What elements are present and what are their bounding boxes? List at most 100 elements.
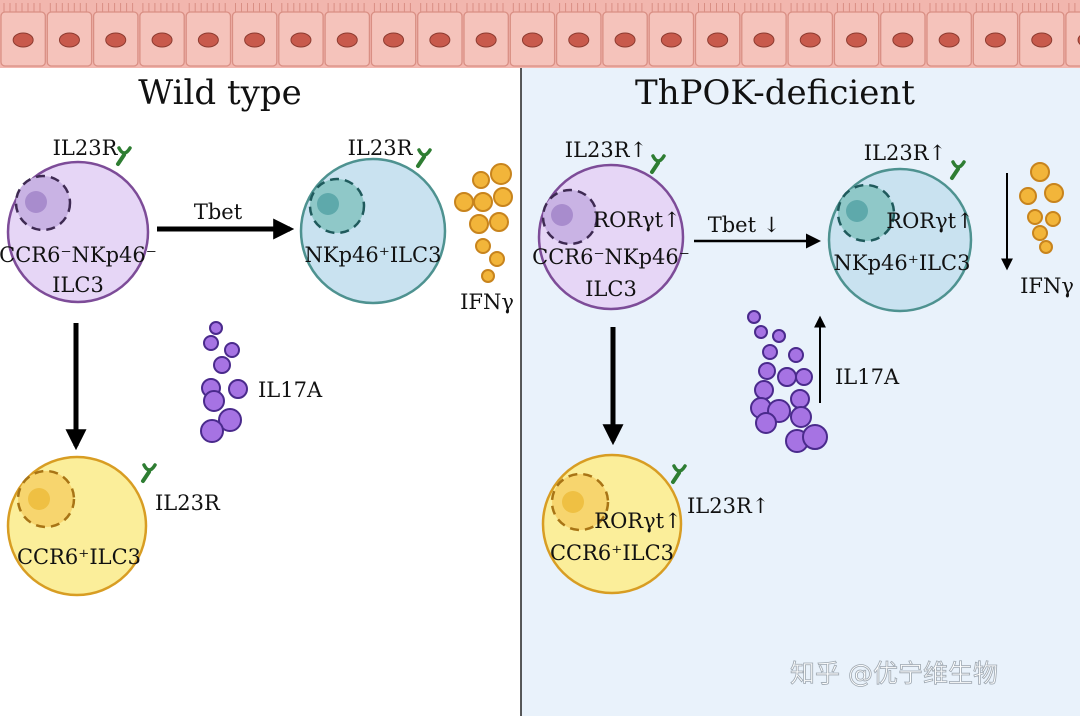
ifng-granule — [493, 187, 513, 207]
ifng-granule — [1045, 211, 1061, 227]
epithelial-nucleus — [475, 32, 497, 48]
ko-nkp46-receptor-icon — [950, 160, 966, 180]
ifng-granule — [1032, 225, 1048, 241]
ko-ccr6-ilc3-cell — [541, 453, 683, 595]
epithelial-nucleus — [244, 32, 266, 48]
epithelium-layer — [0, 0, 1080, 68]
ifng-granule — [489, 251, 505, 267]
ko-il17a-label: IL17A — [835, 365, 900, 389]
ko-ilc3-marker-label: CCR6⁻NKp46⁻ — [532, 245, 690, 269]
ko-il17a-granules — [747, 310, 828, 453]
il17a-granule — [747, 310, 761, 324]
ko-ccr6-ror-label: RORγt↑ — [594, 509, 681, 533]
epithelial-nucleus — [1031, 32, 1053, 48]
wt-ifng-label: IFNγ — [460, 290, 514, 314]
wt-ifng-granules — [454, 163, 513, 283]
il17a-granule — [772, 329, 786, 343]
ifng-granule — [1030, 162, 1050, 182]
epithelial-nucleus — [892, 32, 914, 48]
epithelial-nucleus — [290, 32, 312, 48]
ko-ilc3-ror-label: RORγt↑ — [593, 208, 680, 232]
il17a-granule — [203, 390, 225, 412]
ko-ilc3-cell — [537, 163, 685, 311]
wt-ccr6-receptor-label: IL23R — [155, 491, 221, 515]
wt-ccr6-receptor-icon — [141, 463, 157, 483]
il17a-granule — [203, 335, 219, 351]
il17a-granule — [790, 406, 812, 428]
wt-ilc3-receptor-label: IL23R — [53, 136, 119, 160]
ifng-granule — [1027, 209, 1043, 225]
wt-il17a-granules — [200, 321, 248, 443]
ko-ccr6-cell-label: CCR6⁺ILC3 — [550, 541, 674, 565]
wt-nkp46-cell-label: NKp46⁺ILC3 — [305, 243, 442, 267]
il17a-granule — [209, 321, 223, 335]
ifng-granule — [473, 192, 493, 212]
il17a-granule — [795, 368, 813, 386]
epithelial-nucleus — [521, 32, 543, 48]
epithelial-nucleus — [151, 32, 173, 48]
ko-nkp46-ilc3-cell — [827, 167, 973, 313]
il17a-granule — [754, 325, 768, 339]
epithelial-nucleus — [753, 32, 775, 48]
ko-ilc3-type-label: ILC3 — [585, 277, 637, 301]
ko-nkp46-receptor-label: IL23R↑ — [864, 141, 946, 165]
wt-nkp46-receptor-label: IL23R — [348, 136, 414, 160]
epithelial-nucleus — [938, 32, 960, 48]
left-panel-title: Wild type — [138, 73, 301, 113]
ko-ccr6-receptor-icon — [671, 464, 687, 484]
wt-nkp46-receptor-icon — [416, 148, 432, 168]
ko-ccr6-receptor-label: IL23R↑ — [687, 494, 769, 518]
il17a-granule — [224, 342, 240, 358]
right-panel-title: ThPOK-deficient — [635, 73, 915, 113]
il17a-granule — [754, 380, 774, 400]
epithelial-nucleus — [660, 32, 682, 48]
wt-tbet-label: Tbet — [194, 200, 243, 224]
il17a-granule — [218, 408, 242, 432]
il17a-granule — [788, 347, 804, 363]
ifng-granule — [472, 171, 490, 189]
ko-ifng-granules — [1019, 162, 1064, 254]
wt-ccr6-ilc3-cell — [6, 455, 148, 597]
ifng-granule — [481, 269, 495, 283]
epithelial-nucleus — [846, 32, 868, 48]
il17a-granule — [777, 367, 797, 387]
ko-ifng-label: IFNγ — [1020, 274, 1074, 298]
ko-nkp46-ror-label: RORγt↑ — [886, 209, 973, 233]
il17a-granule — [755, 412, 777, 434]
il17a-granule — [762, 344, 778, 360]
epithelial-nucleus — [799, 32, 821, 48]
epithelial-nucleus — [58, 32, 80, 48]
epithelial-nucleus — [707, 32, 729, 48]
epithelial-nucleus — [984, 32, 1006, 48]
ifng-granule — [475, 238, 491, 254]
watermark-text: 知乎 @优宁维生物 — [790, 659, 998, 688]
epithelial-nucleus — [105, 32, 127, 48]
il17a-granule — [802, 424, 828, 450]
wt-nkp46-ilc3-cell — [299, 157, 447, 305]
wt-ilc3-type-label: ILC3 — [52, 273, 104, 297]
ifng-granule — [1019, 187, 1037, 205]
epithelial-nucleus — [197, 32, 219, 48]
ko-nkp46-cell-label: NKp46⁺ILC3 — [834, 251, 971, 275]
epithelial-nucleus — [429, 32, 451, 48]
ko-tbet-label: Tbet ↓ — [708, 213, 781, 237]
wt-ilc3-marker-label: CCR6⁻NKp46⁻ — [0, 243, 157, 267]
ifng-granule — [490, 163, 512, 185]
ko-ilc3-receptor-label: IL23R↑ — [565, 138, 647, 162]
epithelial-nucleus — [568, 32, 590, 48]
epithelial-cell — [1065, 11, 1080, 67]
ifng-granule — [454, 192, 474, 212]
epithelial-nucleus — [614, 32, 636, 48]
epithelial-nucleus — [12, 32, 34, 48]
wt-ccr6-cell-label: CCR6⁺ILC3 — [17, 545, 141, 569]
ifng-granule — [1039, 240, 1053, 254]
ifng-granule — [489, 212, 509, 232]
il17a-granule — [790, 389, 810, 409]
il17a-granule — [228, 379, 248, 399]
il17a-granule — [200, 419, 224, 443]
epithelial-nucleus — [383, 32, 405, 48]
ifng-granule — [469, 214, 489, 234]
il17a-granule — [758, 362, 776, 380]
